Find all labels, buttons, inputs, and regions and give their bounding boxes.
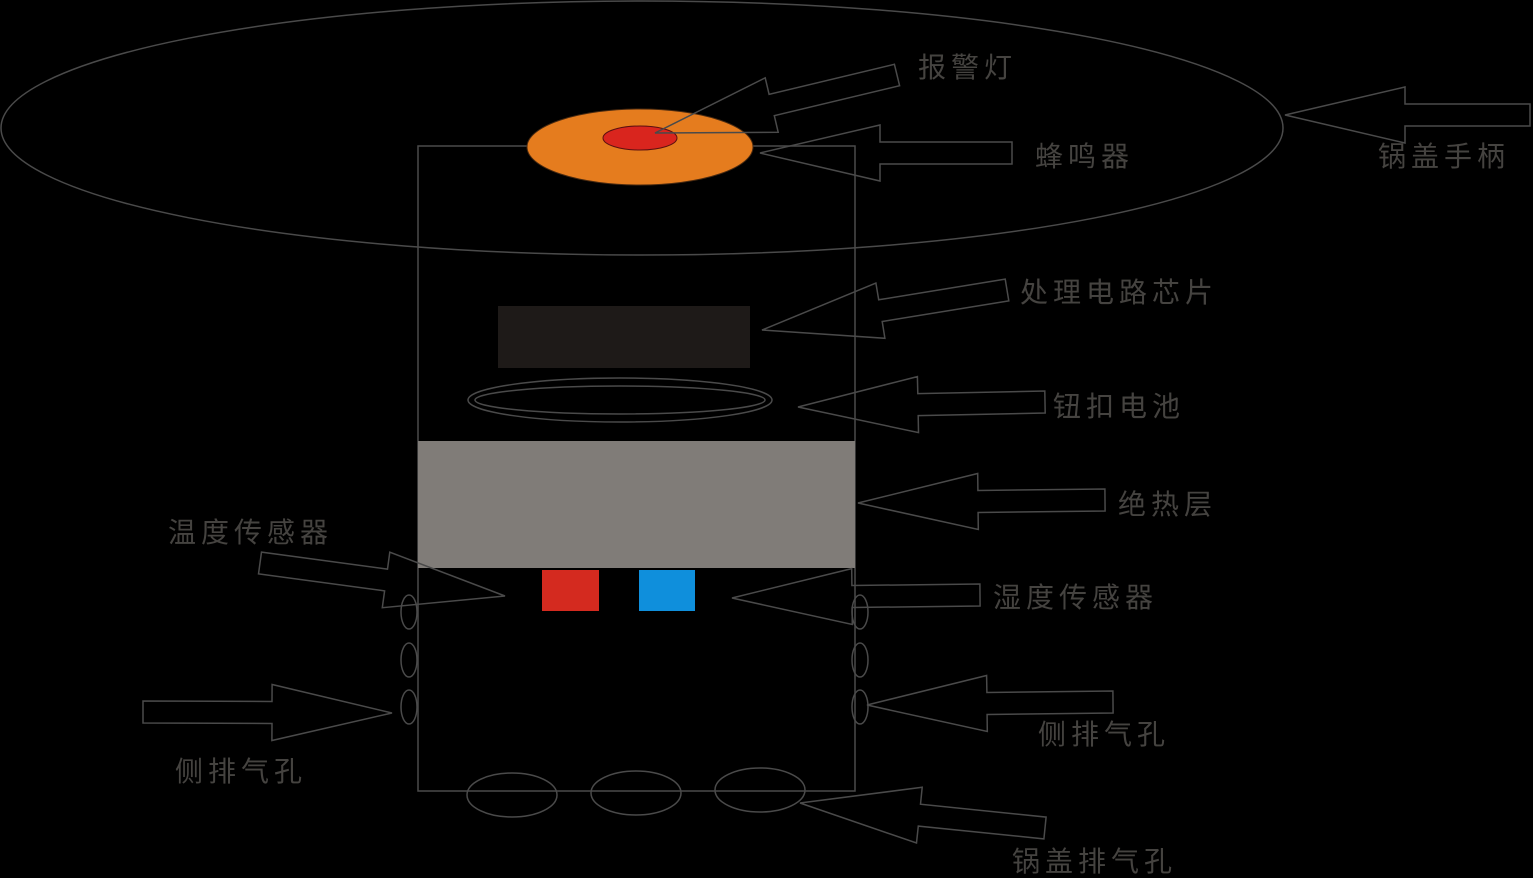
label-humidity-sensor: 湿度传感器 [993,581,1159,614]
side-vent-hole [851,642,869,678]
temperature-sensor [542,570,599,611]
button-battery [467,377,773,423]
humidity-sensor [639,570,695,611]
label-side-vent-left: 侧排气孔 [175,755,308,788]
label-insulation-layer: 绝热层 [1118,488,1218,521]
arrow-buzzer [759,124,1013,182]
arrow-side-vent-right [866,674,1114,733]
label-side-vent-right: 侧排气孔 [1038,718,1171,751]
lid-vent-hole [714,767,806,813]
arrow-humidity-sensor [731,567,981,626]
side-vent-hole [851,689,869,725]
label-alarm-light: 报警灯 [918,51,1018,84]
pot-lid-handle [0,0,1284,256]
arrow-temperature-sensor [257,551,506,609]
arrow-side-vent-left [142,683,393,742]
arrow-processing-chip [761,278,1010,340]
arrow-button-battery [797,375,1046,434]
arrow-lid-handle [1284,86,1531,144]
label-lid-handle: 锅盖手柄 [1378,140,1511,173]
processing-chip [498,306,750,368]
side-vent-hole [400,642,418,678]
label-buzzer: 蜂鸣器 [1035,140,1135,173]
side-vent-hole [400,689,418,725]
label-button-battery: 钮扣电池 [1053,390,1186,423]
arrow-lid-vent [799,786,1047,845]
label-lid-vent: 锅盖排气孔 [1012,845,1178,878]
label-processing-chip: 处理电路芯片 [1020,276,1219,309]
insulation-layer [418,441,855,568]
arrow-insulation-layer [857,472,1106,531]
side-vent-hole [400,594,418,630]
alarm-light [602,125,678,151]
label-temperature-sensor: 温度传感器 [168,516,334,549]
lid-vent-hole [466,772,558,818]
arrow-alarm-light [654,63,901,134]
lid-vent-hole [590,770,682,816]
